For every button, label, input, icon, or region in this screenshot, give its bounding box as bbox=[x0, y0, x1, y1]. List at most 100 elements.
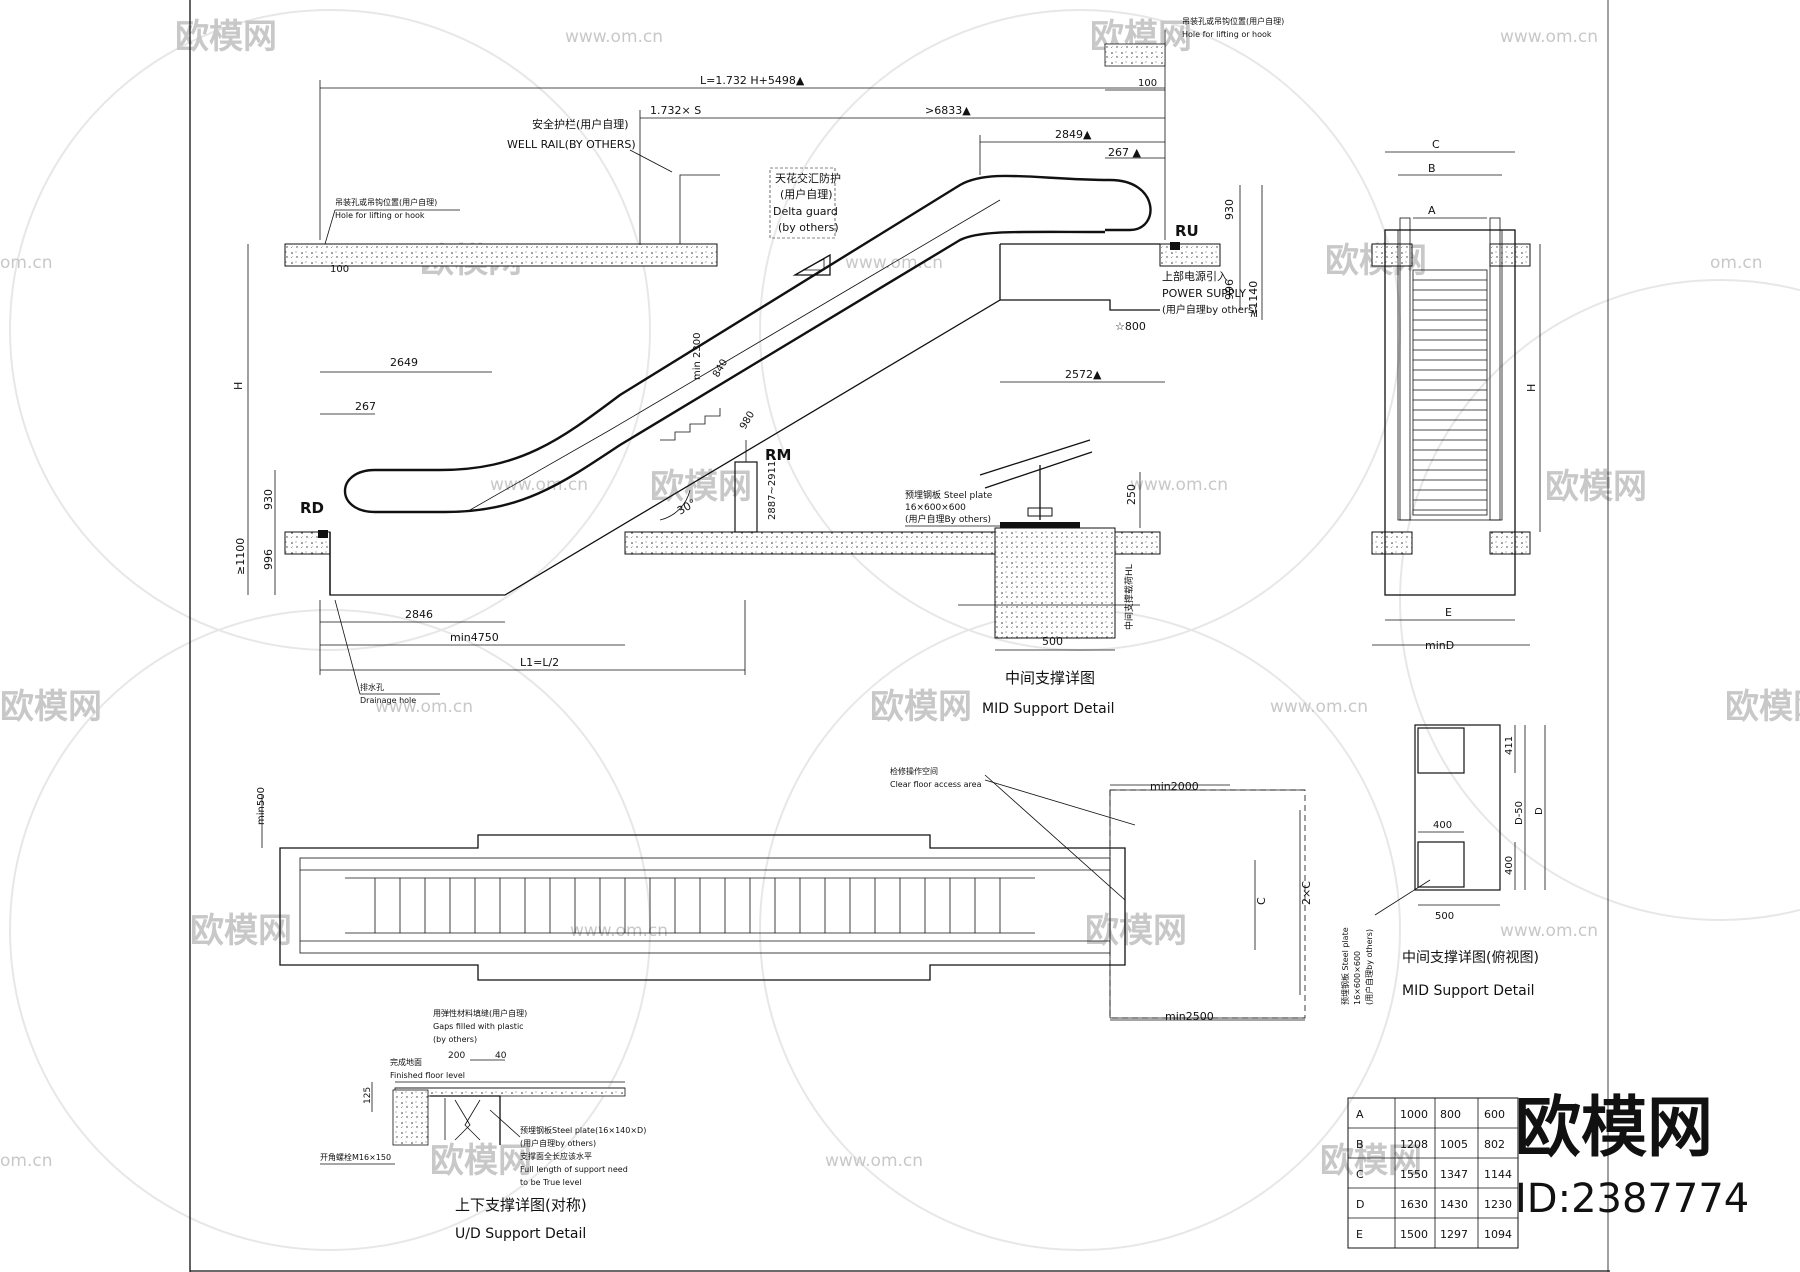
dim-267-top: 267 ▲ bbox=[1108, 146, 1141, 159]
ud-200: 200 bbox=[448, 1051, 465, 1061]
watermark-domain: om.cn bbox=[0, 253, 53, 273]
mid-plan-400-right: 400 bbox=[1504, 856, 1515, 875]
ud-title-cn: 上下支撑详图(对称) bbox=[455, 1196, 587, 1214]
dim-1732s: 1.732× S bbox=[650, 104, 701, 117]
watermark-domain: om.cn bbox=[0, 1151, 53, 1171]
ud-anchor: 开角螺栓M16×150 bbox=[320, 1152, 391, 1162]
watermark-url: www.om.cn bbox=[375, 697, 473, 717]
plan-clear-en: Clear floor access area bbox=[890, 780, 982, 789]
dim-267-low: 267 bbox=[355, 400, 376, 413]
dim-l1: L1=L/2 bbox=[520, 656, 559, 669]
table-cell: A bbox=[1356, 1108, 1364, 1121]
escalator-elevation: RD RU RM L=1.732 H+5498▲ 1.732× S >6833▲… bbox=[232, 16, 1284, 705]
plan-steps bbox=[374, 878, 1001, 933]
watermark-url: www.om.cn bbox=[570, 921, 668, 941]
ud-gaps-en2: (by others) bbox=[433, 1035, 477, 1044]
side-h: H bbox=[1525, 384, 1538, 392]
mid-plan-steel-note: 预埋钢板 Steel plate bbox=[1340, 927, 1350, 1005]
table-cell: 1500 bbox=[1400, 1228, 1428, 1241]
hole-top-cn: 吊装孔或吊钩位置(用户自理) bbox=[1182, 16, 1284, 26]
mid-plan-title-en: MID Support Detail bbox=[1402, 983, 1534, 999]
mid-dim-500: 500 bbox=[1042, 635, 1063, 648]
ud-support-detail: 200 40 用弹性材料填缝(用户自理) Gaps filled with pl… bbox=[320, 1008, 646, 1242]
mid-steel-by: (用户自理By others) bbox=[905, 513, 991, 525]
table-cell: 1550 bbox=[1400, 1168, 1428, 1181]
mid-steel-cn: 预埋钢板 Steel plate bbox=[905, 489, 993, 501]
table-cell: B bbox=[1356, 1138, 1364, 1151]
table-cell: 1230 bbox=[1484, 1198, 1512, 1211]
side-view: C B A H E minD bbox=[1371, 138, 1541, 652]
side-a: A bbox=[1428, 204, 1436, 217]
side-e: E bbox=[1445, 606, 1452, 619]
watermark-url: www.om.cn bbox=[1500, 27, 1598, 47]
table-cell: E bbox=[1356, 1228, 1363, 1241]
mid-plan-title-cn: 中间支撑详图(俯视图) bbox=[1402, 950, 1539, 966]
drain-cn: 排水孔 bbox=[360, 682, 384, 692]
dim-996-top: 996 bbox=[1223, 279, 1236, 300]
ud-steel-cn: 预埋钢板Steel plate(16×140×D) bbox=[520, 1125, 646, 1135]
dim-100-left: 100 bbox=[330, 264, 349, 275]
watermark-brand: 欧模网 bbox=[1545, 467, 1647, 507]
power-en: POWER SUPPLY bbox=[1162, 287, 1246, 300]
ud-ffl-en: Finished floor level bbox=[390, 1071, 465, 1080]
table-cell: C bbox=[1356, 1168, 1364, 1181]
plan-c: C bbox=[1255, 897, 1268, 905]
mid-plan-500: 500 bbox=[1435, 911, 1454, 922]
sheet-frame bbox=[189, 0, 1610, 1272]
mid-plan-d50: D-50 bbox=[1514, 801, 1525, 825]
watermark-brand: 欧模网 bbox=[1085, 911, 1187, 951]
table-row: C 1550 1347 1144 bbox=[1356, 1168, 1512, 1181]
dim-2846: 2846 bbox=[405, 608, 433, 621]
brand-logo-text: 欧模网 bbox=[1515, 1089, 1713, 1166]
watermark-url: www.om.cn bbox=[565, 27, 663, 47]
table-cell: 1630 bbox=[1400, 1198, 1428, 1211]
dim-6833: >6833▲ bbox=[925, 104, 971, 117]
ru-label: RU bbox=[1175, 222, 1199, 240]
ud-gaps-en1: Gaps filled with plastic bbox=[433, 1022, 524, 1031]
watermark-domain: om.cn bbox=[1710, 253, 1763, 273]
table-cell: 1144 bbox=[1484, 1168, 1512, 1181]
plan-min2000: min2000 bbox=[1150, 780, 1199, 793]
table-row: B 1208 1005 802 bbox=[1356, 1138, 1505, 1151]
table-cell: 800 bbox=[1440, 1108, 1461, 1121]
mid-vert-note: 中间支撑载荷HL bbox=[1123, 564, 1135, 630]
table-cell: 1094 bbox=[1484, 1228, 1512, 1241]
ud-full-cn: 支撑面全长应该水平 bbox=[520, 1151, 592, 1161]
table-row: D 1630 1430 1230 bbox=[1356, 1198, 1512, 1211]
delta-cn2: (用户自理) bbox=[780, 187, 833, 201]
brand-id: ID:2387774 bbox=[1515, 1176, 1749, 1222]
watermark-brand: 欧模网 bbox=[190, 911, 292, 951]
dim-min2300: min 2300 bbox=[692, 333, 703, 381]
delta-en2: (by others) bbox=[778, 221, 839, 234]
watermark-brand: 欧模网 bbox=[0, 687, 102, 727]
table-cell: 600 bbox=[1484, 1108, 1505, 1121]
watermark-brand: 欧模网 bbox=[1320, 1141, 1422, 1181]
dimension-table: A 1000 800 600 B 1208 1005 802 C 1550 13… bbox=[1347, 1097, 1519, 1249]
side-mind: minD bbox=[1425, 639, 1454, 652]
rm-label: RM bbox=[765, 446, 791, 464]
ud-gaps-cn: 用弹性材料填缝(用户自理) bbox=[433, 1008, 527, 1018]
table-row: A 1000 800 600 bbox=[1356, 1108, 1505, 1121]
ud-full-en2: to be True level bbox=[520, 1178, 582, 1187]
drain-en: Drainage hole bbox=[360, 696, 416, 705]
ud-125: 125 bbox=[363, 1087, 373, 1104]
ud-ffl-cn: 完成地面 bbox=[390, 1057, 422, 1067]
well-rail-cn: 安全护栏(用户自理) bbox=[532, 117, 629, 131]
plan-min500: min500 bbox=[256, 787, 267, 825]
watermark-url: www.om.cn bbox=[1500, 921, 1598, 941]
side-c: C bbox=[1432, 138, 1440, 151]
dim-l-total: L=1.732 H+5498▲ bbox=[700, 74, 805, 87]
mid-plan-d: D bbox=[1534, 807, 1545, 815]
watermark-layer: 欧模网 www.om.cn 欧模网 www.om.cn om.cn 欧模网 ww… bbox=[0, 9, 1800, 1251]
dim-2849: 2849▲ bbox=[1055, 128, 1092, 141]
rd-label: RD bbox=[300, 499, 324, 517]
hole-left-cn: 吊装孔或吊钩位置(用户自理) bbox=[335, 197, 437, 207]
table-cell: 1297 bbox=[1440, 1228, 1468, 1241]
plan-view: min2000 min2500 C 2×C min500 检修操作空间 Clea… bbox=[256, 766, 1313, 1023]
dim-100-top: 100 bbox=[1138, 78, 1157, 89]
plan-2c: 2×C bbox=[1300, 881, 1313, 905]
mid-dim-250: 250 bbox=[1125, 484, 1138, 505]
power-by: (用户自理by others) bbox=[1162, 303, 1257, 316]
table-cell: 1208 bbox=[1400, 1138, 1428, 1151]
